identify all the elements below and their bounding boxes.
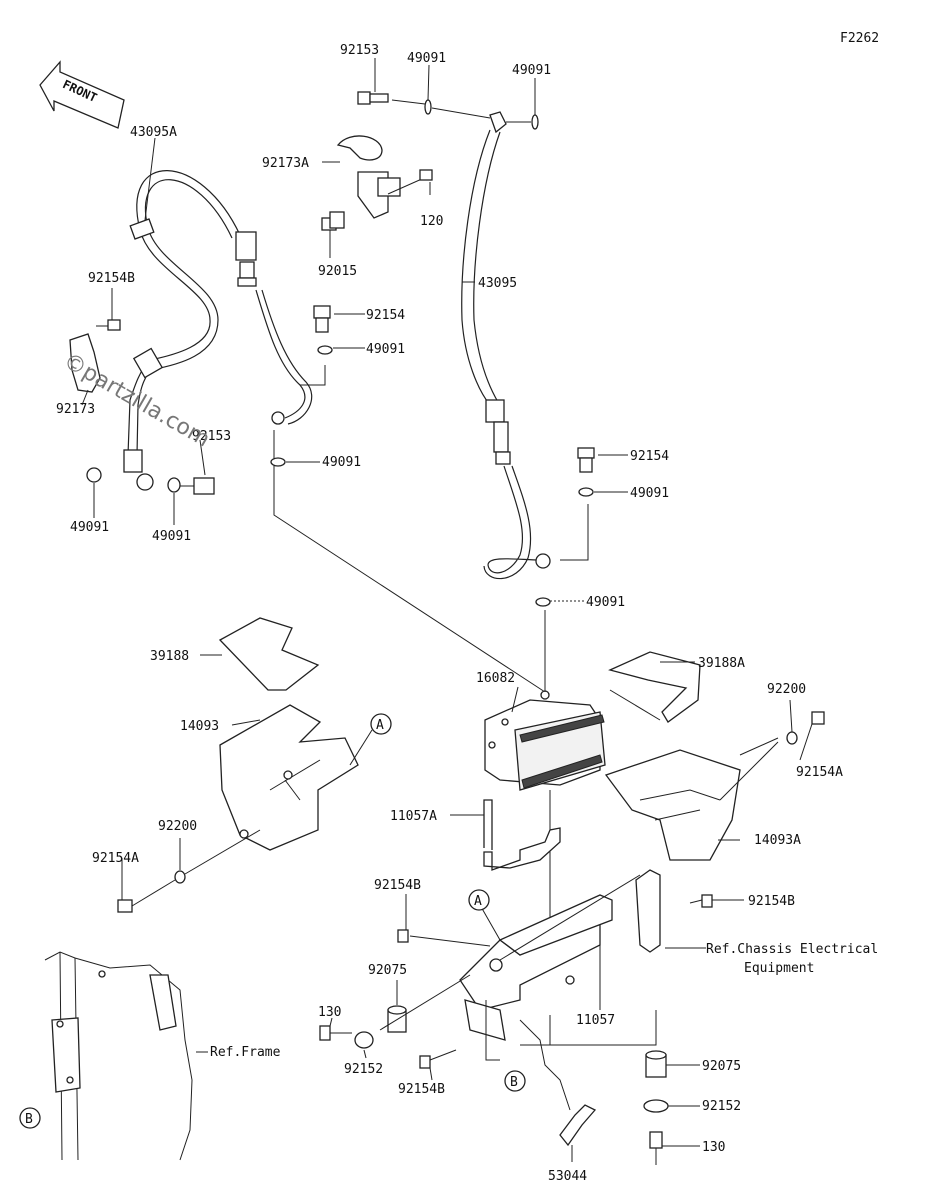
callout-a-upper: A [370, 713, 392, 735]
frame-reference [44, 951, 193, 1161]
bracket-11057[interactable] [459, 869, 661, 1041]
washer-49091-m1[interactable] [317, 345, 333, 355]
callout-b-bracket: B [504, 1070, 526, 1092]
pad-39188[interactable] [218, 617, 320, 691]
part-label: 49091 [366, 342, 405, 357]
bolt-92200-right[interactable] [786, 711, 825, 745]
part-label: 130 [318, 1005, 341, 1020]
washer-49091-top1[interactable] [424, 99, 432, 115]
ref-frame: Ref.Frame [210, 1045, 281, 1060]
callout-b-frame: B [19, 1107, 41, 1129]
part-label: 92154B [374, 878, 421, 893]
front-arrow-icon: FRONT [39, 60, 125, 129]
part-label: 49091 [407, 51, 446, 66]
bracket-11057A[interactable] [483, 827, 561, 871]
part-label: 43095 [478, 276, 517, 291]
part-label: 92154 [630, 449, 669, 464]
part-label: 92154B [748, 894, 795, 909]
bolt-130-right[interactable] [649, 1131, 663, 1165]
part-label: 49091 [152, 529, 191, 544]
part-label: 92015 [318, 264, 357, 279]
figure-code: F2262 [840, 31, 879, 46]
part-label: 49091 [322, 455, 361, 470]
part-label: 92173 [56, 402, 95, 417]
bracket-92173A[interactable] [336, 135, 401, 219]
part-label: 39188 [150, 649, 189, 664]
svg-text:A: A [376, 718, 384, 733]
part-label: 49091 [586, 595, 625, 610]
fitting-92015[interactable] [321, 211, 345, 231]
bolt-130-left[interactable] [319, 1025, 352, 1041]
pad-39188A[interactable] [608, 651, 701, 723]
washer-49091-bl1[interactable] [86, 467, 102, 483]
part-label: 92173A [262, 156, 309, 171]
clamp-53044[interactable] [559, 1104, 597, 1147]
bolt-92154B-right[interactable] [689, 894, 713, 908]
part-label: 92152 [702, 1099, 741, 1114]
leader-lines [81, 58, 813, 1162]
collar-92152-right[interactable] [643, 1099, 669, 1113]
part-label: 92154B [398, 1082, 445, 1097]
hose-43095[interactable] [461, 111, 589, 580]
bolt-92154A-left[interactable] [117, 829, 261, 913]
washer-49091-r1[interactable] [578, 487, 594, 497]
svg-text:A: A [474, 894, 482, 909]
part-label: 92153 [192, 429, 231, 444]
part-label: 16082 [476, 671, 515, 686]
part-label: 92154A [92, 851, 139, 866]
washer-49091-top2[interactable] [531, 114, 539, 130]
grommet-92075-right[interactable] [645, 1050, 667, 1078]
part-label: 92152 [344, 1062, 383, 1077]
callout-a-lower: A [468, 889, 490, 911]
part-label: 92154 [366, 308, 405, 323]
washer-49091-bl2[interactable] [167, 477, 181, 493]
cover-14093A[interactable] [604, 749, 741, 861]
svg-text:B: B [25, 1112, 33, 1127]
part-label: 39188A [698, 656, 745, 671]
banjo-bolt-92154-mid[interactable] [313, 305, 331, 333]
bolt-92154B-mid[interactable] [397, 929, 491, 947]
collar-92152-left[interactable] [354, 1031, 374, 1049]
part-label: 120 [420, 214, 443, 229]
abs-unit-16082[interactable] [484, 610, 606, 930]
part-label: 92075 [702, 1059, 741, 1074]
hose-43095A[interactable] [123, 170, 546, 693]
bolt-92154B-bottom[interactable] [419, 1049, 457, 1069]
part-label: 14093A [754, 833, 801, 848]
banjo-bolt-92154-right[interactable] [577, 447, 595, 473]
part-label: 92154A [796, 765, 843, 780]
bolt-92154B-left[interactable] [96, 319, 121, 331]
bolt-120[interactable] [387, 169, 433, 195]
part-label: 92075 [368, 963, 407, 978]
part-label: 49091 [70, 520, 109, 535]
part-label: 11057 [576, 1013, 615, 1028]
banjo-bolt-92153-top[interactable] [357, 91, 389, 105]
washer-49091-r2[interactable] [535, 597, 551, 607]
svg-text:B: B [510, 1075, 518, 1090]
part-label: 49091 [512, 63, 551, 78]
part-label: 43095A [130, 125, 177, 140]
part-label: 92200 [767, 682, 806, 697]
ref-chassis-line1: Ref.Chassis Electrical [706, 942, 878, 957]
ref-chassis-line2: Equipment [744, 961, 814, 976]
banjo-bolt-92153-left[interactable] [180, 477, 215, 495]
part-labels: 43095A 92153 49091 49091 92173A 120 9201… [56, 43, 843, 1184]
part-label: 130 [702, 1140, 725, 1155]
grommet-92075-left[interactable] [387, 1005, 407, 1033]
part-label: 53044 [548, 1169, 587, 1184]
washer-49091-m2[interactable] [270, 457, 286, 467]
bracket-92173[interactable] [69, 333, 101, 393]
part-label: 92153 [340, 43, 379, 58]
part-label: 92154B [88, 271, 135, 286]
part-label: 14093 [180, 719, 219, 734]
part-label: 49091 [630, 486, 669, 501]
part-label: 11057A [390, 809, 437, 824]
part-label: 92200 [158, 819, 197, 834]
